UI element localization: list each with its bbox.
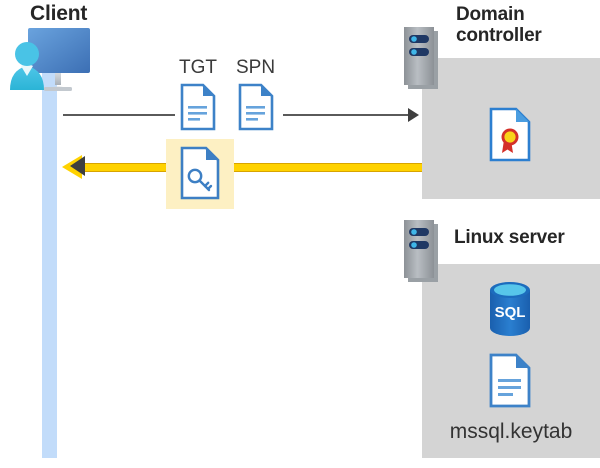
sql-database-label: SQL: [495, 304, 526, 321]
response-arrow-segment-right: [234, 163, 422, 172]
arrow-left-icon-inner: [70, 156, 85, 176]
tgt-document-icon: [180, 83, 216, 131]
arrow-right-icon: [408, 108, 419, 122]
client-title: Client: [30, 2, 88, 25]
request-arrow-segment-right: [283, 114, 411, 116]
tgt-label: TGT: [179, 57, 217, 78]
linux-server-title: Linux server: [454, 227, 565, 248]
request-arrow-segment-left: [63, 114, 175, 116]
client-lifeline: [42, 66, 57, 458]
response-arrow-segment-left: [78, 163, 174, 172]
keytab-filename-label: mssql.keytab: [449, 420, 573, 443]
linux-server-rack-icon: [404, 220, 440, 282]
spn-document-icon: [238, 83, 274, 131]
domain-controller-rack-icon: [404, 27, 440, 89]
certificate-document-icon: [489, 107, 531, 162]
domain-controller-title-line2: controller: [456, 25, 542, 47]
sql-database-icon: SQL: [487, 281, 533, 337]
key-document-icon: [180, 146, 220, 200]
keytab-document-icon: [489, 353, 531, 408]
client-workstation-icon: [6, 24, 106, 96]
domain-controller-title-line1: Domain: [456, 4, 525, 25]
domain-controller-title: Domain controller: [456, 4, 596, 47]
spn-label: SPN: [236, 57, 276, 78]
